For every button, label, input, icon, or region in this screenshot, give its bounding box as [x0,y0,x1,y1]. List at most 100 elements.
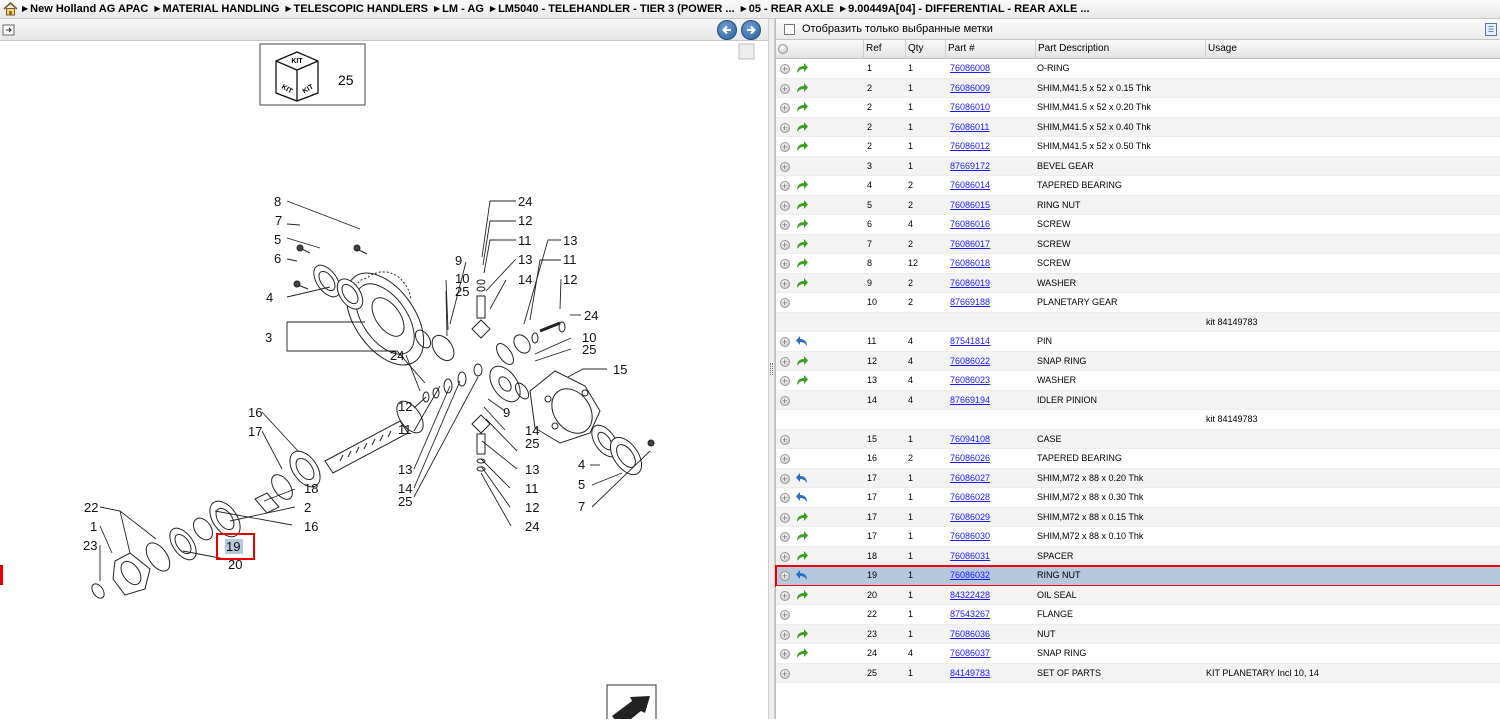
superseded-arrow-icon[interactable] [795,569,809,582]
add-to-cart-icon[interactable] [780,528,790,548]
replacement-arrow-icon[interactable] [795,589,809,602]
part-number-link[interactable]: 76094108 [950,433,991,444]
replacement-arrow-icon[interactable] [795,238,809,251]
breadcrumb-item[interactable]: ▶9.00449A[04] - DIFFERENTIAL - REAR AXLE… [840,3,1090,15]
header-qty[interactable]: Qty [905,40,945,59]
add-to-cart-icon[interactable] [780,645,790,665]
add-to-cart-icon[interactable] [780,275,790,294]
replacement-arrow-icon[interactable] [795,355,809,368]
part-number-link[interactable]: 76086037 [950,648,991,658]
replacement-arrow-icon[interactable] [795,179,809,192]
add-to-cart-icon[interactable] [780,587,790,606]
superseded-arrow-icon[interactable] [795,491,809,504]
replacement-arrow-icon[interactable] [795,511,809,524]
part-number-link[interactable]: 87669194 [950,394,991,405]
header-description[interactable]: Part Description [1035,40,1205,59]
breadcrumb-item[interactable]: ▶05 - REAR AXLE [741,3,834,15]
replacement-arrow-icon[interactable] [795,374,809,387]
replacement-arrow-icon[interactable] [795,628,809,641]
add-to-cart-icon[interactable] [780,567,790,587]
add-to-cart-icon[interactable] [780,431,790,450]
table-row[interactable]: kit 84149783 [776,410,1500,430]
part-number-link[interactable]: 76086012 [950,141,991,151]
add-to-cart-icon[interactable] [780,509,790,528]
add-to-cart-icon[interactable] [780,236,790,255]
part-number-link[interactable]: 76086008 [950,63,991,73]
add-to-cart-icon[interactable] [780,548,790,567]
replacement-arrow-icon[interactable] [795,218,809,231]
part-number-link[interactable]: 87541814 [950,336,991,346]
part-number-link[interactable]: 76086026 [950,453,991,463]
export-icon[interactable] [1485,23,1497,36]
replacement-arrow-icon[interactable] [795,550,809,563]
add-to-cart-icon[interactable] [780,470,790,489]
add-to-cart-icon[interactable] [780,138,790,158]
breadcrumb-item[interactable]: ▶TELESCOPIC HANDLERS [285,3,428,15]
forward-button[interactable] [741,20,761,40]
breadcrumb-item[interactable]: ▶LM5040 - TELEHANDLER - TIER 3 (POWER ..… [490,3,735,15]
add-to-cart-icon[interactable] [780,177,790,197]
part-number-link[interactable]: 76086027 [950,472,991,483]
replacement-arrow-icon[interactable] [795,257,809,270]
part-number-link[interactable]: 84322428 [950,589,991,600]
add-to-cart-icon[interactable] [780,294,790,314]
part-number-link[interactable]: 76086030 [950,531,991,541]
part-number-link[interactable]: 76086015 [950,199,991,210]
part-number-link[interactable]: 76086016 [950,219,991,229]
add-to-cart-icon[interactable] [780,99,790,119]
add-to-cart-icon[interactable] [780,489,790,509]
add-to-cart-icon[interactable] [780,372,790,392]
show-selected-checkbox[interactable] [784,24,795,35]
add-to-cart-icon[interactable] [780,665,790,684]
replacement-arrow-icon[interactable] [795,647,809,660]
add-to-cart-icon[interactable] [780,392,790,411]
part-number-link[interactable]: 76086018 [950,258,991,268]
part-number-link[interactable]: 76086036 [950,628,991,639]
replacement-arrow-icon[interactable] [795,140,809,153]
breadcrumb-item[interactable]: ▶MATERIAL HANDLING [154,3,279,15]
selected-callout[interactable]: 19 [216,533,255,560]
add-to-cart-icon[interactable] [780,119,790,138]
next-page-arrow-icon[interactable] [606,684,657,722]
replacement-arrow-icon[interactable] [795,277,809,290]
part-number-link[interactable]: 87669172 [950,160,991,171]
part-number-link[interactable]: 76086019 [950,277,991,288]
expand-icon[interactable] [2,23,16,37]
add-to-cart-icon[interactable] [780,197,790,216]
part-number-link[interactable]: 76086017 [950,238,991,249]
part-number-link[interactable]: 76086011 [950,121,990,132]
add-all-icon[interactable] [778,44,788,54]
table-row[interactable]: kit 84149783 [776,312,1500,332]
add-to-cart-icon[interactable] [780,353,790,372]
add-to-cart-icon[interactable] [780,626,790,645]
part-number-link[interactable]: 76086028 [950,492,991,502]
replacement-arrow-icon[interactable] [795,199,809,212]
replacement-arrow-icon[interactable] [795,101,809,114]
add-to-cart-icon[interactable] [780,80,790,99]
replacement-arrow-icon[interactable] [795,82,809,95]
add-to-cart-icon[interactable] [780,450,790,470]
part-number-link[interactable]: 76086009 [950,82,991,93]
add-to-cart-icon[interactable] [780,333,790,353]
part-number-link[interactable]: 76086014 [950,180,991,190]
